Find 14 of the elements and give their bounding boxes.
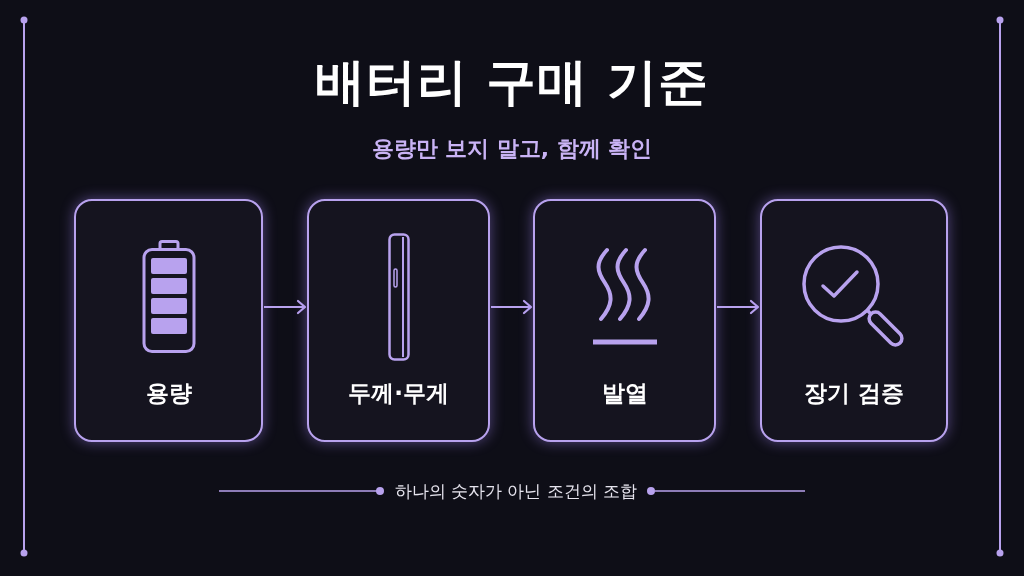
step-label: 발열	[601, 379, 648, 408]
step-card	[74, 199, 263, 442]
arrow	[716, 299, 760, 315]
title: 배터리 구매 기준	[315, 52, 709, 113]
step-label: 장기 검증	[804, 379, 904, 408]
subtitle: 용량만 보지 말고, 함께 확인	[371, 135, 653, 163]
arrow	[263, 299, 307, 315]
step-card	[760, 199, 948, 442]
step-card	[307, 199, 490, 442]
arrow	[490, 299, 533, 315]
step-label: 두께·무게	[348, 379, 449, 408]
step-card	[533, 199, 716, 442]
summary-note: 하나의 숫자가 아닌 조건의 조합	[394, 480, 638, 503]
step-label: 용량	[145, 379, 192, 408]
